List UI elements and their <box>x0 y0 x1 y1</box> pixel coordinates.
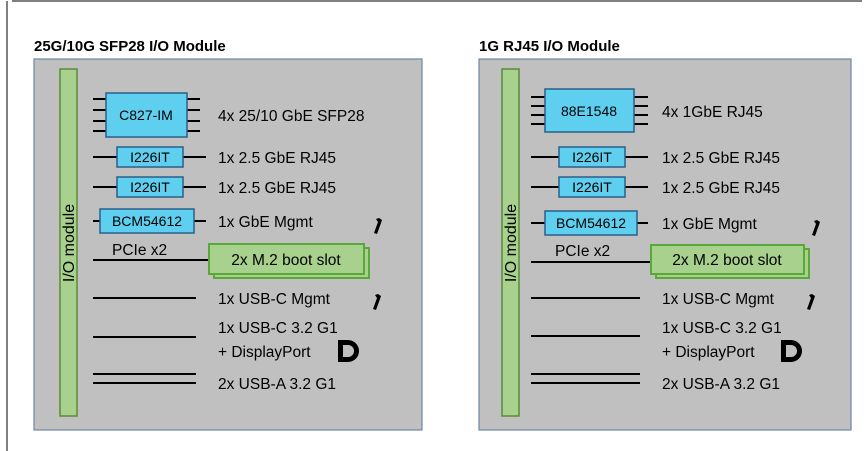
port-label: 1x USB-C 3.2 G1 <box>662 320 782 337</box>
port-label: 1x 2.5 GbE RJ45 <box>662 150 780 167</box>
module-rj45: 1G RJ45 I/O Module I/O module 88E1548 I2… <box>478 38 852 431</box>
port-label: 1x 2.5 GbE RJ45 <box>218 150 336 167</box>
module-title: 25G/10G SFP28 I/O Module <box>34 38 226 55</box>
io-module-bar <box>501 68 520 417</box>
chip-i226-b <box>558 176 626 198</box>
boot-slot-box <box>650 244 805 275</box>
boot-slot-label: 2x M.2 boot slot <box>672 252 782 269</box>
chip-label: I226IT <box>130 179 170 195</box>
displayport-icon <box>338 340 359 362</box>
port-label: 2x USB-A 3.2 G1 <box>662 376 780 393</box>
io-module-label: I/O module <box>503 204 520 282</box>
chip-bcm54612 <box>544 210 638 236</box>
chip-i226-a <box>558 146 626 168</box>
io-module-label: I/O module <box>61 204 78 282</box>
port-label: 1x USB-C Mgmt <box>218 291 331 308</box>
chip-88e1548 <box>544 88 635 133</box>
port-label: + DisplayPort <box>662 344 755 361</box>
port-label: 2x USB-A 3.2 G1 <box>218 376 336 393</box>
boot-slot-label: 2x M.2 boot slot <box>231 252 341 269</box>
chip-label: I226IT <box>572 149 612 165</box>
chip-label: I226IT <box>130 149 170 165</box>
chip-i226-b <box>116 176 184 198</box>
wrench-icon <box>373 294 381 310</box>
chip-c827 <box>105 92 188 138</box>
module-title: 1G RJ45 I/O Module <box>479 38 620 55</box>
chip-i226-a <box>116 146 184 168</box>
wrench-icon <box>374 218 382 234</box>
connector-lines <box>93 156 209 384</box>
port-label: 1x USB-C Mgmt <box>662 291 775 308</box>
chip-label: I226IT <box>572 179 612 195</box>
port-label: 4x 25/10 GbE SFP28 <box>218 108 364 125</box>
boot-slot-box <box>208 243 365 275</box>
chip-label: C827-IM <box>119 107 173 123</box>
port-label: 1x USB-C 3.2 G1 <box>218 320 338 337</box>
chip-label: BCM54612 <box>112 213 182 229</box>
port-label: + DisplayPort <box>218 344 311 361</box>
chip-label: 88E1548 <box>561 103 617 119</box>
port-label: 1x 2.5 GbE RJ45 <box>218 180 336 197</box>
port-label: 1x GbE Mgmt <box>218 214 313 231</box>
module-sfp28: 25G/10G SFP28 I/O Module I/O module C827… <box>33 38 423 431</box>
chip-pins <box>93 98 200 132</box>
displayport-icon <box>781 340 802 362</box>
wrench-icon <box>807 294 815 310</box>
port-label: 1x 2.5 GbE RJ45 <box>662 180 780 197</box>
chip-bcm54612 <box>99 208 195 234</box>
chip-pins <box>531 96 648 125</box>
port-label: 1x GbE Mgmt <box>662 216 757 233</box>
connector-lines <box>531 156 651 384</box>
chip-label: BCM54612 <box>556 215 626 231</box>
port-label: 4x 1GbE RJ45 <box>662 104 763 121</box>
pcie-label: PCIe x2 <box>555 243 610 260</box>
io-module-bar <box>59 68 78 417</box>
pcie-label: PCIe x2 <box>112 242 167 259</box>
wrench-icon <box>812 220 820 236</box>
